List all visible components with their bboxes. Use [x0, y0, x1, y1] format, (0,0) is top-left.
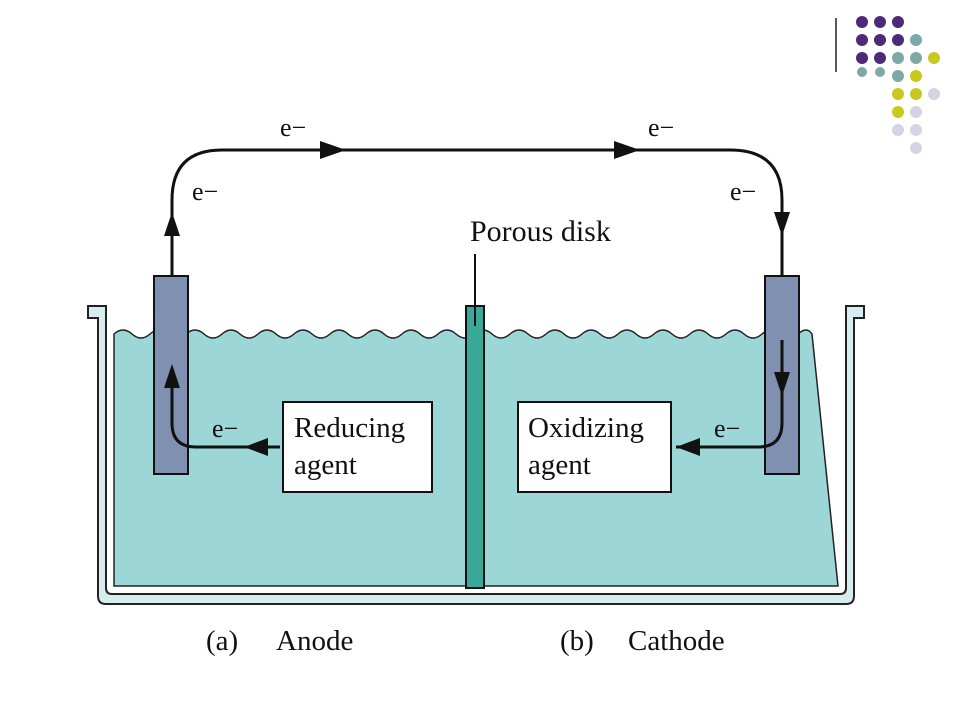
wire-arrow-up-left [164, 212, 180, 236]
decor-dots-purple [856, 16, 904, 64]
reducing-agent-line2: agent [294, 449, 357, 481]
external-wire [170, 148, 784, 276]
anode-arrow-up [164, 364, 180, 388]
caption-b: (b) [560, 625, 594, 657]
oxidizing-agent-line1: Oxidizing [528, 412, 644, 444]
reducing-agent-box [282, 401, 433, 493]
caption-a: (a) [206, 625, 238, 657]
reducing-agent-line1: Reducing [294, 412, 405, 444]
wire-arrow-down-right [774, 212, 790, 236]
cathode-electron-path [676, 340, 784, 449]
oxidizing-agent-line2: agent [528, 449, 591, 481]
electron-label-left: e− [192, 177, 218, 206]
electron-label-top-right: e− [648, 113, 674, 142]
porous-disk-label: Porous disk [470, 215, 611, 248]
electron-label-anode: e− [212, 414, 238, 443]
cathode-arrow-left [676, 438, 700, 456]
porous-disk [465, 305, 485, 589]
cathode-arrow-down [774, 372, 790, 396]
decorative-dots [835, 16, 940, 154]
caption-anode: Anode [276, 625, 353, 657]
oxidizing-agent-box [517, 401, 672, 493]
decor-dots-teal [857, 34, 922, 82]
wire-arrow-top-left [320, 141, 346, 159]
caption-cathode: Cathode [628, 625, 725, 657]
beaker [87, 305, 865, 605]
anode-electron-path [170, 372, 280, 449]
electron-label-right: e− [730, 177, 756, 206]
electron-label-cathode: e− [714, 414, 740, 443]
electron-label-top-left: e− [280, 113, 306, 142]
wire-arrow-top-right [614, 141, 640, 159]
anode-arrow-left [244, 438, 268, 456]
decor-dots-lavender [892, 88, 940, 154]
decor-dots-yellow [892, 52, 940, 118]
